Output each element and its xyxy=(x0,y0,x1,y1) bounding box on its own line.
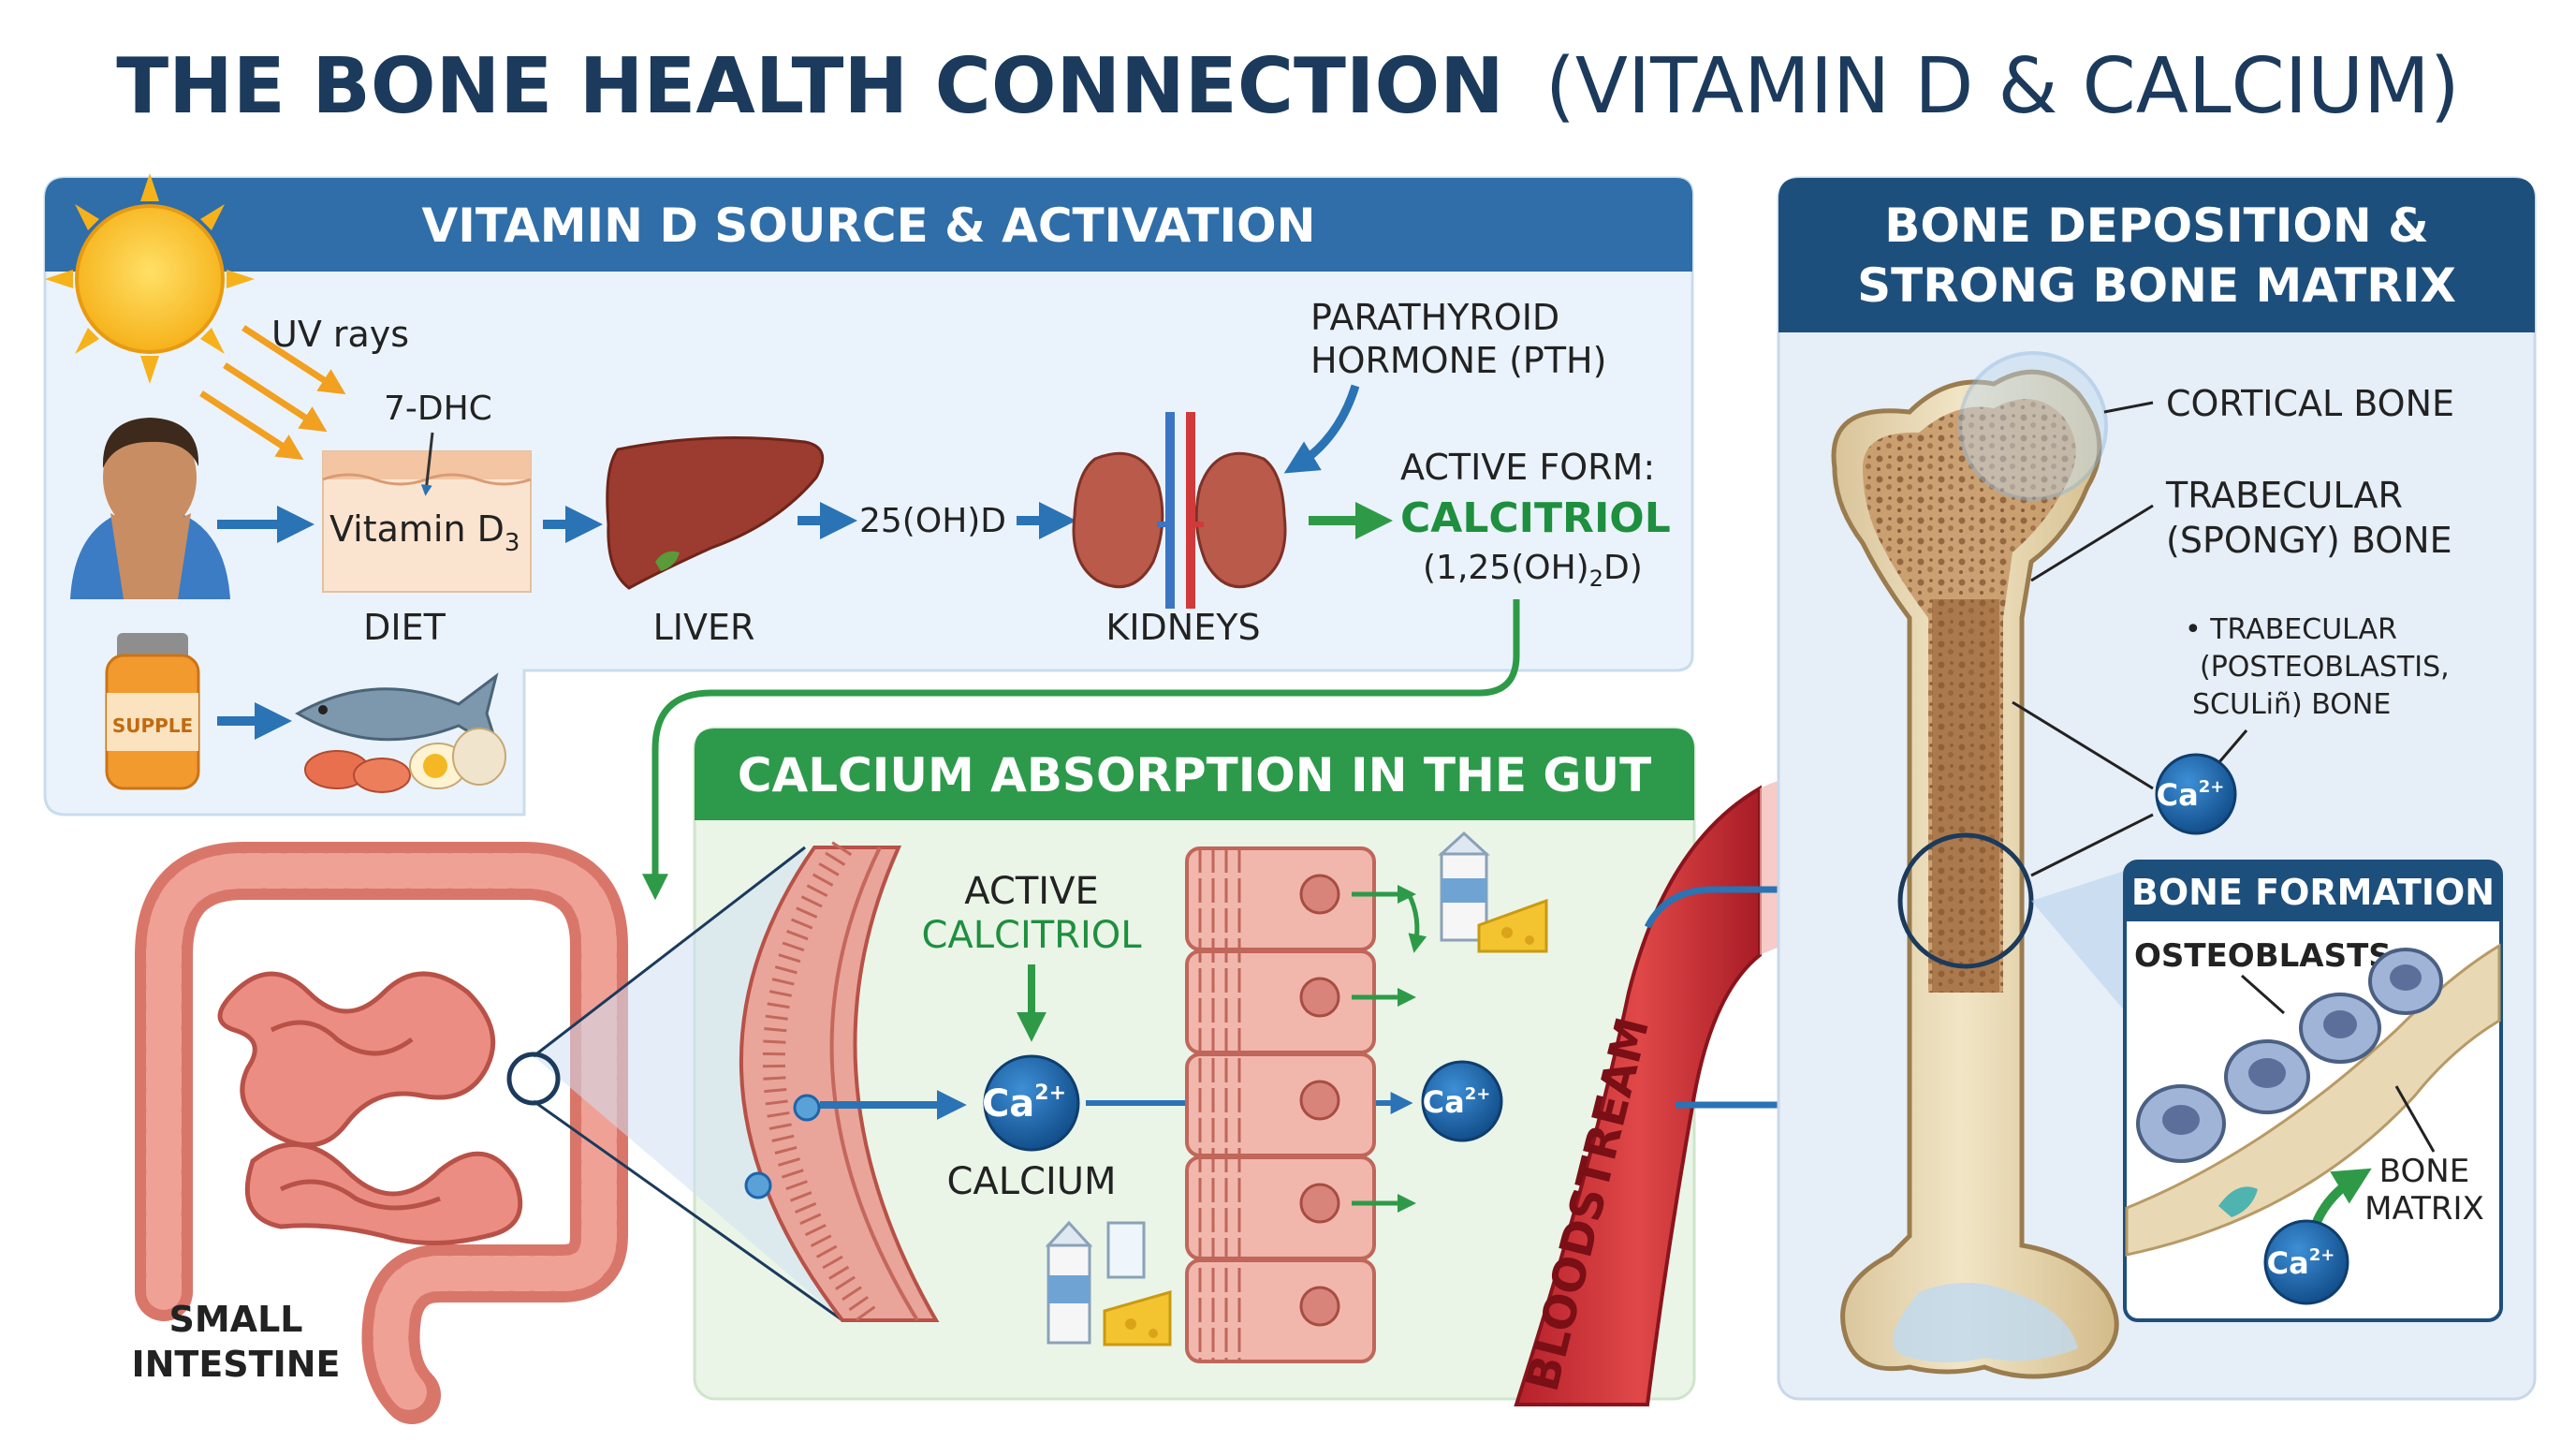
intestine-icon xyxy=(135,842,628,1424)
matrix-leader xyxy=(2394,1085,2436,1153)
title-main: THE BONE HEALTH CONNECTION xyxy=(116,42,1504,131)
calcitriol-formula: (1,25(OH)2D) xyxy=(1423,549,1643,592)
active-form-label: ACTIVE FORM: xyxy=(1400,447,1655,488)
osteoblast-cells xyxy=(2136,948,2443,1163)
cortical-leader xyxy=(2103,401,2154,414)
liver-icon xyxy=(606,436,825,590)
calcium-ion-blood: Ca2+ xyxy=(1421,1060,1503,1142)
ion-bone-leader xyxy=(2030,813,2154,877)
svg-text:Ca2+: Ca2+ xyxy=(2157,777,2225,813)
trabecular-line2: (SPONGY) BONE xyxy=(2166,520,2452,561)
pth-line1: PARATHYROID xyxy=(1310,297,1559,338)
7dhc-label: 7-DHC xyxy=(384,390,492,428)
calcium-ion-small-1 xyxy=(793,1094,821,1122)
note-line3: SCULiñ) BONE xyxy=(2192,688,2391,721)
fish-icon xyxy=(295,672,501,753)
cell-exit-arrows xyxy=(1352,885,1427,1213)
pth-line2: HORMONE (PTH) xyxy=(1310,340,1606,381)
blood-to-bone-arrow-upper xyxy=(1644,876,1893,929)
svg-text:Ca2+: Ca2+ xyxy=(1423,1084,1491,1120)
vitamin-d-panel: VITAMIN D SOURCE & ACTIVATION xyxy=(43,176,1694,817)
supplement-bottle-icon: SUPPLE xyxy=(105,633,200,790)
diet-label: DIET xyxy=(363,607,446,648)
active-label: ACTIVE xyxy=(964,870,1098,913)
uv-rays-label: UV rays xyxy=(271,314,409,355)
small-intestine-line1: SMALL xyxy=(168,1299,302,1340)
25ohd-label: 25(OH)D xyxy=(859,502,1006,540)
note-leader xyxy=(2012,700,2154,790)
bone-formation-header: BONE FORMATION xyxy=(2131,872,2495,913)
vitamin-d-header-bar xyxy=(45,178,1692,272)
bone-matrix-strip xyxy=(2125,943,2501,1257)
note-line1: • TRABECULAR xyxy=(2185,613,2397,646)
person-icon xyxy=(70,418,230,599)
calcium-ion-formation: Ca2+ xyxy=(2263,1219,2349,1305)
osteoblasts-leader xyxy=(2241,974,2285,1015)
svg-text:Ca2+: Ca2+ xyxy=(982,1082,1066,1126)
active-calcitriol-label: CALCITRIOL xyxy=(921,914,1142,957)
bone-header-bar xyxy=(1778,178,2535,332)
epithelial-cells xyxy=(1185,846,1376,1363)
bone-header-line1: BONE DEPOSITION & xyxy=(1884,199,2429,253)
cortical-bone-label: CORTICAL BONE xyxy=(2166,383,2454,424)
calcium-ion-small-2 xyxy=(744,1171,772,1199)
bone-matrix-line1: BONE xyxy=(2379,1153,2469,1190)
intestinal-wall-section xyxy=(739,841,940,1328)
gut-header: CALCIUM ABSORPTION IN THE GUT xyxy=(738,748,1651,802)
calcitriol-to-gut-connector xyxy=(642,599,1520,901)
bone-matrix-line2: MATRIX xyxy=(2364,1190,2484,1228)
gut-header-bar xyxy=(695,728,1694,820)
vitamin-d-header: VITAMIN D SOURCE & ACTIVATION xyxy=(422,199,1316,253)
title-paren: (VITAMIN D & CALCIUM) xyxy=(1545,42,2460,131)
bone-header-line2: STRONG BONE MATRIX xyxy=(1857,258,2456,313)
trabecular-line1: TRABECULAR xyxy=(2165,475,2403,516)
svg-text:Ca2+: Ca2+ xyxy=(2267,1245,2335,1281)
mineral-deposit xyxy=(2218,1186,2258,1217)
trabecular-leader xyxy=(2030,504,2154,582)
pth-arrow xyxy=(1283,384,1360,474)
small-intestine-line2: INTESTINE xyxy=(131,1344,340,1385)
calcitriol-label: CALCITRIOL xyxy=(1400,494,1671,542)
femur-bone xyxy=(1831,351,2119,1379)
calcium-ion-main: Ca2+ xyxy=(982,1054,1080,1152)
vitamin-d3-label: Vitamin D3 xyxy=(329,508,520,557)
uv-ray-arrows xyxy=(199,325,346,461)
page-title: THE BONE HEALTH CONNECTION (VITAMIN D & … xyxy=(116,42,2459,131)
supplement-label: SUPPLE xyxy=(112,714,193,737)
milk-cheese-icon-lower xyxy=(1045,1220,1172,1346)
egg-icon xyxy=(409,728,506,789)
salmon-icon xyxy=(304,750,411,793)
7dhc-pointer xyxy=(420,432,434,496)
osteoblasts-label: OSTEOBLASTS xyxy=(2134,937,2392,975)
ion-leader xyxy=(2217,729,2248,764)
kidneys-label: KIDNEYS xyxy=(1105,607,1260,648)
formation-zoom-wedge xyxy=(2031,871,2125,1011)
note-line2: (POSTEOBLASTIS, xyxy=(2200,651,2450,684)
calcium-label: CALCIUM xyxy=(946,1160,1116,1203)
calcium-ion-bone: Ca2+ xyxy=(2155,753,2237,835)
sun-icon xyxy=(45,173,255,384)
kidneys-icon xyxy=(1072,412,1287,609)
liver-label: LIVER xyxy=(653,607,755,648)
milk-cheese-icon-upper xyxy=(1438,831,1548,953)
